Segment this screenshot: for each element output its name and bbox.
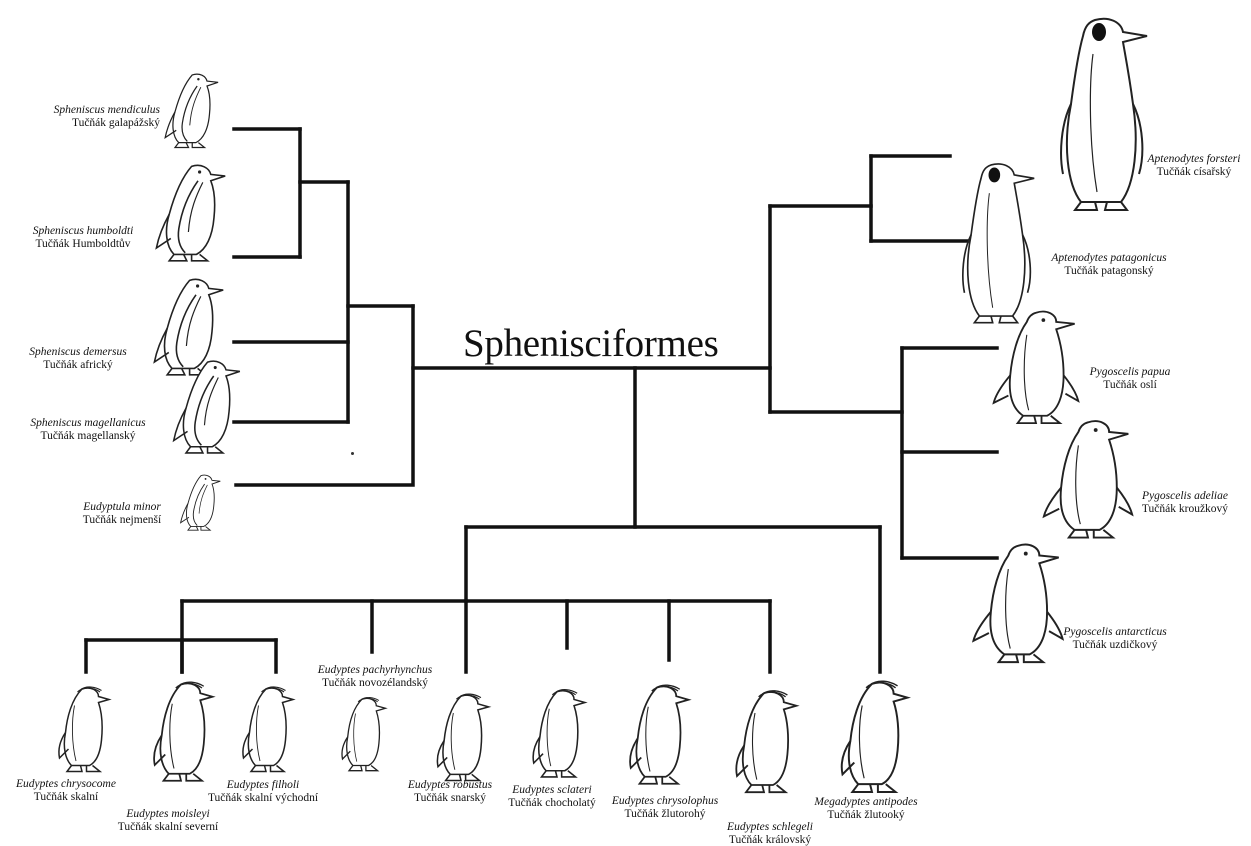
species-label: Spheniscus humboldti Tučňák Humboldtův [18, 225, 148, 251]
left-clade-branch [236, 306, 413, 485]
crested-penguin-icon [630, 685, 688, 784]
eudyptes-tips [372, 601, 770, 672]
scientific-name: Pygoscelis papua [1080, 366, 1180, 379]
common-name: Tučňák snarský [400, 792, 500, 805]
species-label: Spheniscus magellanicus Tučňák magellans… [18, 417, 158, 443]
crested-penguin-icon [437, 694, 488, 780]
scientific-name: Aptenodytes forsteri [1142, 153, 1246, 166]
common-name: Tučňák patagonský [1034, 265, 1184, 278]
scientific-name: Eudyptes pachyrhynchus [306, 664, 444, 677]
common-name: Tučňák uzdičkový [1045, 639, 1185, 652]
banded-penguin-icon [156, 165, 225, 260]
crested-penguin-icon [842, 681, 908, 792]
scientific-name: Spheniscus mendiculus [54, 104, 160, 117]
common-name: Tučňák magellanský [18, 430, 158, 443]
common-name: Tučňák žlutorohý [600, 808, 730, 821]
spheniscus-tips-2 [234, 342, 348, 422]
common-name: Tučňák galapážský [54, 117, 160, 130]
scientific-name: Eudyptes robustus [400, 779, 500, 792]
common-name: Tučňák kroužkový [1130, 503, 1240, 516]
common-name: Tučňák skalní severní [104, 821, 232, 834]
stray-dot [351, 452, 354, 455]
species-label: Eudyptula minor Tučňák nejmenší [70, 501, 174, 527]
common-name: Tučňák císařský [1142, 166, 1246, 179]
scientific-name: Eudyptula minor [70, 501, 174, 514]
scientific-name: Pygoscelis antarcticus [1045, 626, 1185, 639]
common-name: Tučňák novozélandský [306, 677, 444, 690]
scientific-name: Eudyptes chrysocome [4, 778, 128, 791]
species-label: Pygoscelis papua Tučňák oslí [1080, 366, 1180, 392]
small-penguin-icon [181, 475, 221, 530]
chrysocome-group-tips [86, 640, 276, 672]
common-name: Tučňák Humboldtův [18, 238, 148, 251]
species-label: Eudyptes robustus Tučňák snarský [400, 779, 500, 805]
scientific-name: Eudyptes chrysolophus [600, 795, 730, 808]
great-penguin-icon [1061, 19, 1147, 210]
crested-penguin-icon [243, 687, 293, 772]
species-label: Pygoscelis antarcticus Tučňák uzdičkový [1045, 626, 1185, 652]
species-label: Eudyptes chrysocome Tučňák skalní [4, 778, 128, 804]
diagram-title: Sphenisciformes [463, 322, 718, 366]
aptenodytes-tips [871, 156, 977, 241]
species-label: Eudyptes pachyrhynchus Tučňák novozéland… [306, 664, 444, 690]
species-label: Aptenodytes patagonicus Tučňák patagonsk… [1034, 252, 1184, 278]
crested-penguin-icon [736, 691, 796, 792]
species-label: Aptenodytes forsteri Tučňák císařský [1142, 153, 1246, 179]
spheniscus-tips-1 [234, 129, 300, 257]
species-label: Eudyptes moisleyi Tučňák skalní severní [104, 808, 232, 834]
species-label: Eudyptes chrysolophus Tučňák žlutorohý [600, 795, 730, 821]
common-name: Tučňák skalní východní [198, 792, 328, 805]
great-penguin-icon [963, 164, 1034, 323]
scientific-name: Pygoscelis adeliae [1130, 490, 1240, 503]
scientific-name: Aptenodytes patagonicus [1034, 252, 1184, 265]
species-label: Eudyptes filholi Tučňák skalní východní [198, 779, 328, 805]
common-name: Tučňák skalní [4, 791, 128, 804]
scientific-name: Eudyptes schlegeli [710, 821, 830, 834]
brush-tailed-penguin-icon [1044, 421, 1132, 537]
crested-penguin-icon [533, 690, 585, 777]
species-label: Megadyptes antipodes Tučňák žlutooký [796, 796, 936, 822]
species-label: Pygoscelis adeliae Tučňák kroužkový [1130, 490, 1240, 516]
species-label: Eudyptes schlegeli Tučňák královský [710, 821, 830, 846]
species-label: Spheniscus mendiculus Tučňák galapážský [54, 104, 160, 130]
brush-tailed-penguin-icon [994, 312, 1079, 424]
common-name: Tučňák žlutooký [796, 809, 936, 822]
small-penguin-icon [165, 74, 218, 147]
scientific-name: Eudyptes sclateri [500, 784, 604, 797]
scientific-name: Spheniscus humboldti [18, 225, 148, 238]
common-name: Tučňák africký [18, 359, 138, 372]
common-name: Tučňák oslí [1080, 379, 1180, 392]
scientific-name: Eudyptes moisleyi [104, 808, 232, 821]
common-name: Tučňák královský [710, 834, 830, 846]
pygoscelis-tips [902, 348, 997, 558]
penguin-drawings [59, 19, 1147, 792]
scientific-name: Eudyptes filholi [198, 779, 328, 792]
species-label: Eudyptes sclateri Tučňák chocholatý [500, 784, 604, 810]
scientific-name: Spheniscus demersus [18, 346, 138, 359]
scientific-name: Spheniscus magellanicus [18, 417, 158, 430]
crested-penguin-icon [154, 682, 212, 781]
species-label: Spheniscus demersus Tučňák africký [18, 346, 138, 372]
crested-penguin-icon [59, 687, 109, 772]
scientific-name: Megadyptes antipodes [796, 796, 936, 809]
common-name: Tučňák chocholatý [500, 797, 604, 810]
crested-penguin-icon [342, 697, 385, 770]
common-name: Tučňák nejmenší [70, 514, 174, 527]
